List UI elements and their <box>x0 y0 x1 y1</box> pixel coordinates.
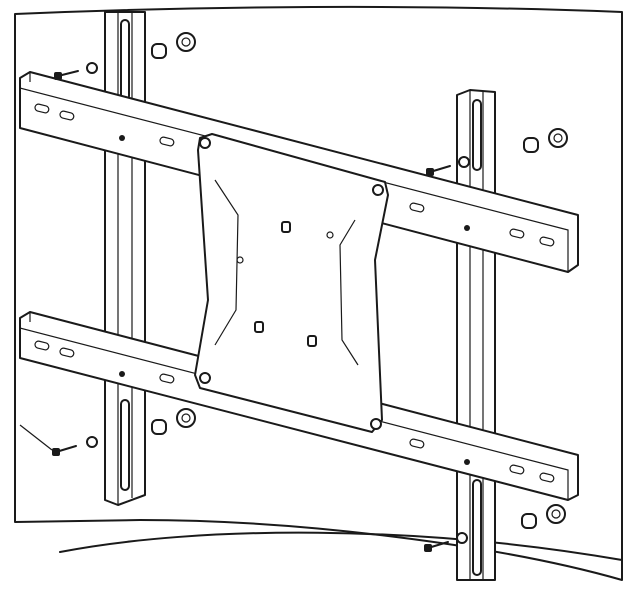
center-mounting-plate <box>194 133 389 433</box>
hardware-set-bottom-left <box>19 408 196 456</box>
vertical-rail-left <box>104 11 146 506</box>
tv-back-outline <box>14 5 623 581</box>
hardware-set-top-right <box>426 128 568 176</box>
tv-back-lower-curve <box>59 531 623 561</box>
hardware-set-bottom-right <box>424 504 566 552</box>
hardware-set-top-left <box>54 32 196 80</box>
